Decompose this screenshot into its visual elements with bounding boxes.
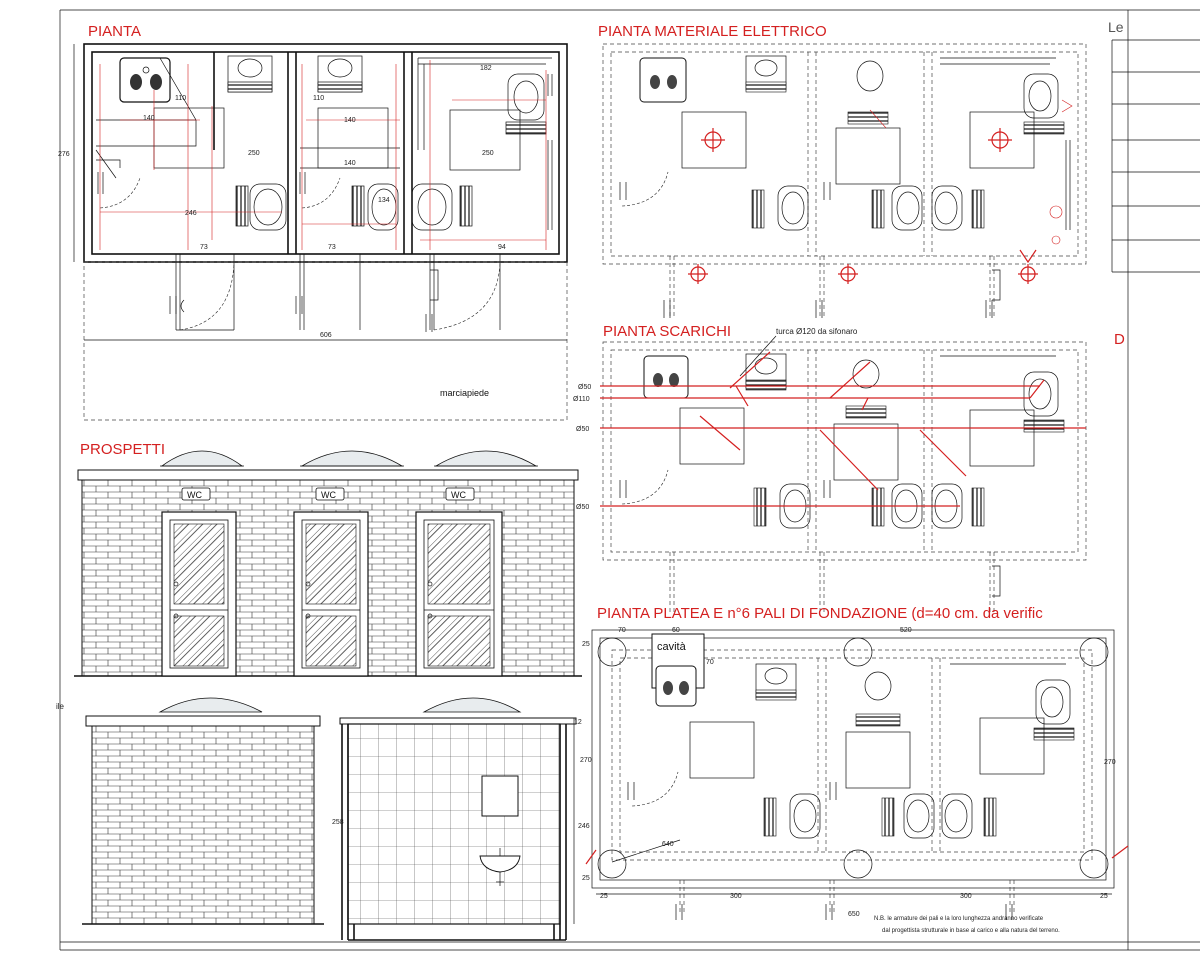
dim-pianta-134: 134	[378, 197, 390, 204]
dim-pianta-73b: 73	[328, 244, 336, 251]
cavity-label: cavità	[657, 641, 687, 653]
dim-elev-246: 246	[578, 823, 590, 830]
title-pianta: PIANTA	[88, 23, 141, 40]
wc-sign-3: WC	[451, 490, 466, 500]
foundation-note-1: N.B. le armature dei pali e la loro lung…	[874, 916, 1044, 922]
foundation-note-2: dal progettista strutturale in base al c…	[882, 928, 1060, 934]
plan-pianta: PIANTA 606 marciapiede 276 110 140	[58, 23, 568, 421]
dim-found-25d: 25	[1100, 893, 1108, 900]
plan-foundation: PIANTA PLATEA E n°6 PALI DI FONDAZIONE (…	[582, 605, 1129, 934]
left-fragment: ile	[56, 702, 65, 711]
dim-elev-258: 258	[332, 819, 344, 826]
dim-elev-12: 12	[574, 719, 582, 726]
dim-pianta-110b: 110	[313, 95, 324, 102]
dim-pianta-94: 94	[498, 244, 506, 251]
front-doors	[161, 511, 503, 677]
drain-pipes	[600, 351, 1086, 507]
wc-sign-2: WC	[321, 490, 336, 500]
plan-electric: PIANTA MATERIALE ELETTRICO	[598, 23, 1087, 318]
dim-found-60: 60	[672, 627, 680, 634]
pipe-label-4: Ø50	[576, 504, 589, 511]
electric-symbols	[688, 99, 1073, 284]
dim-pianta-140c: 140	[344, 160, 356, 167]
dim-pianta-182: 182	[480, 65, 492, 72]
foundation-piles	[597, 637, 1109, 879]
dim-pianta-276: 276	[58, 151, 70, 158]
skylight-domes	[158, 450, 538, 713]
wc-sign-1: WC	[187, 490, 202, 500]
dim-found-25c: 25	[600, 893, 608, 900]
side-fragment: D	[1114, 331, 1125, 348]
dim-found-25b: 25	[582, 875, 590, 882]
dim-found-70b: 70	[706, 659, 714, 666]
title-elevations: PROSPETTI	[80, 441, 165, 458]
dim-found-300a: 300	[730, 893, 742, 900]
dim-found-70a: 70	[618, 627, 626, 634]
title-electric: PIANTA MATERIALE ELETTRICO	[598, 23, 827, 40]
title-foundation: PIANTA PLATEA E n°6 PALI DI FONDAZIONE (…	[597, 605, 1043, 622]
dim-pianta-606: 606	[320, 332, 332, 339]
elevations: PROSPETTI	[74, 441, 592, 941]
dim-pianta-250a: 250	[248, 150, 260, 157]
dim-found-640: 640	[662, 841, 674, 848]
dim-found-300b: 300	[960, 893, 972, 900]
pipe-label-3: Ø50	[576, 426, 589, 433]
dim-found-650: 650	[848, 911, 860, 918]
dim-found-25a: 25	[582, 641, 590, 648]
dim-pianta-140a: 140	[143, 115, 155, 122]
dim-pianta-73a: 73	[200, 244, 208, 251]
plan-drains: PIANTA SCARICHI turca Ø120 da sifonaro	[573, 323, 1087, 612]
title-drains: PIANTA SCARICHI	[603, 323, 731, 340]
legend-fragment: Le	[1108, 19, 1124, 35]
dim-pianta-250b: 250	[482, 150, 494, 157]
dim-elev-270: 270	[580, 757, 592, 764]
wc-signs: WC WC WC	[181, 487, 475, 501]
pipe-label-2: Ø110	[573, 396, 590, 403]
sheet-frame: Le D ile	[56, 9, 1200, 951]
pipe-label-1: Ø50	[578, 384, 591, 391]
dim-pianta-140b: 140	[344, 117, 356, 124]
drain-note: turca Ø120 da sifonaro	[776, 327, 858, 336]
sidewalk-label: marciapiede	[440, 388, 489, 398]
dim-found-270: 270	[1104, 759, 1116, 766]
dim-found-520: 520	[900, 627, 912, 634]
dim-pianta-246: 246	[185, 210, 197, 217]
dim-pianta-110a: 110	[175, 95, 186, 102]
